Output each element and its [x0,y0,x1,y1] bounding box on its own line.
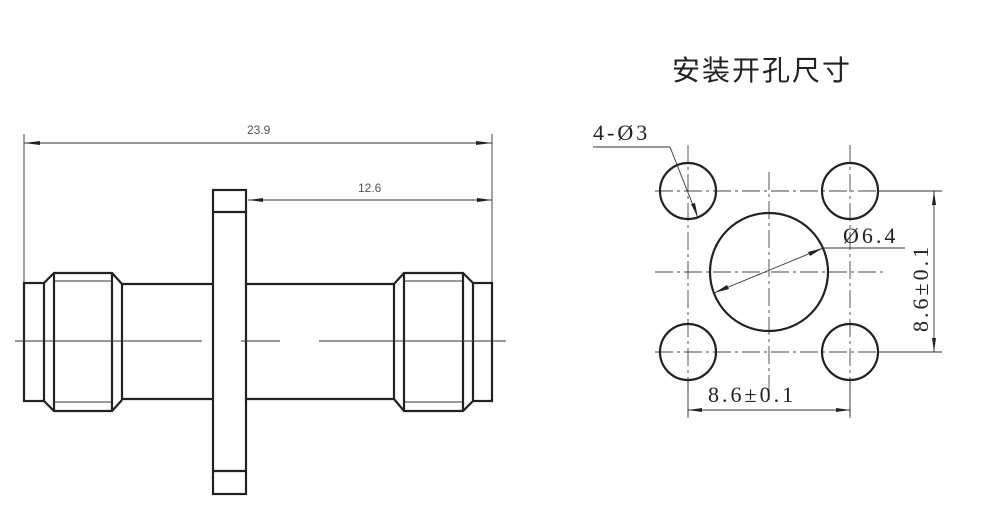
mount-hole-callout: 4-Ø3 [593,120,699,219]
flange-to-end-dimension: 12.6 [248,181,492,202]
mount-hole-label: 4-Ø3 [593,120,650,145]
vertical-spacing-label: 8.6±0.1 [908,244,933,332]
panel-cutout-view: 4-Ø3 Ø6.4 8.6±0.1 [593,120,942,418]
side-view: 23.9 12.6 [15,123,506,496]
overall-length-dimension: 23.9 [23,123,493,283]
left-connector [22,271,213,413]
horizontal-spacing-label: 8.6±0.1 [708,382,796,407]
cutout-title: 安装开孔尺寸 [672,54,852,87]
center-hole [708,211,830,333]
flange-to-end-label: 12.6 [358,181,382,195]
vertical-spacing-dimension: 8.6±0.1 [878,190,942,353]
center-hole-label: Ø6.4 [843,223,898,248]
mount-hole-top-left [658,161,718,221]
overall-length-label: 23.9 [247,123,271,137]
horizontal-spacing-dimension: 8.6±0.1 [687,380,851,416]
flange [211,188,248,496]
center-hole-callout: Ø6.4 [713,223,905,294]
right-connector [246,271,494,413]
